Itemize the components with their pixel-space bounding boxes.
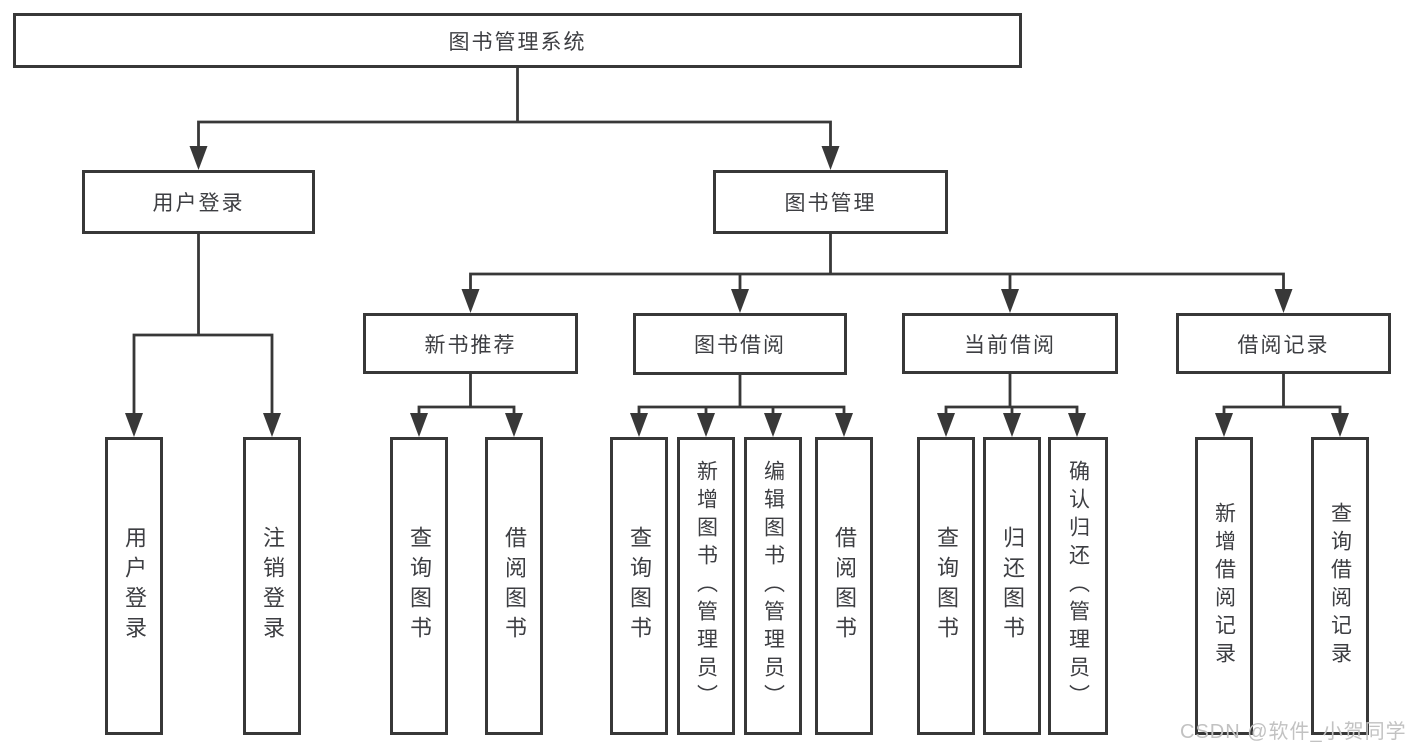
node-label: 图书管理 (784, 192, 877, 215)
arrow-down-icon (630, 413, 648, 437)
node-library-management-system: 图书管理系统 (13, 13, 1022, 68)
leaf-label: 归还图书 (1000, 526, 1025, 646)
leaf-label: 查询图书 (934, 526, 959, 646)
arrow-down-icon (1274, 289, 1293, 313)
node-label: 新书推荐 (424, 333, 517, 357)
connector-book-management-children (461, 234, 1293, 313)
leaf-label: 借阅图书 (502, 526, 527, 646)
node-borrowing-records: 借阅记录 (1176, 313, 1391, 374)
leaf-label: 确认归还（管理员） (1066, 460, 1090, 712)
arrow-down-icon (697, 413, 715, 437)
node-label: 借阅记录 (1237, 333, 1330, 357)
leaf-label: 编辑图书（管理员） (761, 460, 785, 712)
leaf-borrow-books-recommend: 借阅图书 (485, 437, 543, 735)
leaf-label: 新增图书（管理员） (694, 460, 718, 712)
leaf-label: 查询图书 (407, 526, 432, 646)
connector-current-borrow-children (937, 374, 1086, 437)
leaf-label: 查询借阅记录 (1328, 502, 1352, 670)
arrow-down-icon (189, 146, 208, 170)
arrow-down-icon (1215, 413, 1233, 437)
node-label: 用户登录 (152, 192, 245, 215)
connector-book-borrow-children (630, 375, 853, 437)
node-label: 当前借阅 (964, 333, 1056, 357)
arrow-down-icon (835, 413, 853, 437)
leaf-edit-books-admin: 编辑图书（管理员） (744, 437, 802, 735)
leaf-label: 查询图书 (627, 526, 652, 646)
leaf-query-borrow-record: 查询借阅记录 (1311, 437, 1369, 735)
leaf-add-books-admin: 新增图书（管理员） (677, 437, 735, 735)
arrow-down-icon (125, 413, 143, 437)
arrow-down-icon (461, 289, 480, 313)
node-new-book-recommendation: 新书推荐 (363, 313, 578, 374)
leaf-logout: 注销登录 (243, 437, 301, 735)
leaf-confirm-return-admin: 确认归还（管理员） (1048, 437, 1108, 735)
arrow-down-icon (1001, 289, 1019, 313)
node-book-borrowing: 图书借阅 (633, 313, 847, 375)
arrow-down-icon (731, 289, 749, 313)
arrow-down-icon (1003, 413, 1021, 437)
leaf-return-books: 归还图书 (983, 437, 1041, 735)
arrow-down-icon (410, 413, 428, 437)
connector-borrow-record-children (1215, 374, 1349, 437)
arrow-down-icon (764, 413, 782, 437)
arrow-down-icon (1331, 413, 1349, 437)
leaf-query-books-borrow: 查询图书 (610, 437, 668, 735)
leaf-label: 用户登录 (122, 526, 147, 646)
leaf-label: 新增借阅记录 (1212, 502, 1236, 670)
leaf-label: 注销登录 (260, 526, 285, 646)
leaf-query-books-current: 查询图书 (917, 437, 975, 735)
node-user-login: 用户登录 (82, 170, 315, 234)
node-label: 图书借阅 (694, 334, 786, 357)
node-book-management: 图书管理 (713, 170, 948, 234)
node-label: 图书管理系统 (448, 30, 587, 54)
leaf-add-borrow-record: 新增借阅记录 (1195, 437, 1253, 735)
leaf-user-login: 用户登录 (105, 437, 163, 735)
arrow-down-icon (1068, 413, 1086, 437)
connector-new-book-children (410, 374, 523, 437)
leaf-query-books-recommend: 查询图书 (390, 437, 448, 735)
connector-user-login-children (125, 234, 281, 437)
arrow-down-icon (937, 413, 955, 437)
node-current-borrowing: 当前借阅 (902, 313, 1118, 374)
connector-root-to-level1 (189, 68, 840, 170)
csdn-watermark: CSDN @软件_小贺同学 (1180, 721, 1405, 743)
leaf-label: 借阅图书 (832, 526, 857, 646)
leaf-borrow-books: 借阅图书 (815, 437, 873, 735)
arrow-down-icon (505, 413, 523, 437)
arrow-down-icon (821, 146, 840, 170)
arrow-down-icon (263, 413, 281, 437)
